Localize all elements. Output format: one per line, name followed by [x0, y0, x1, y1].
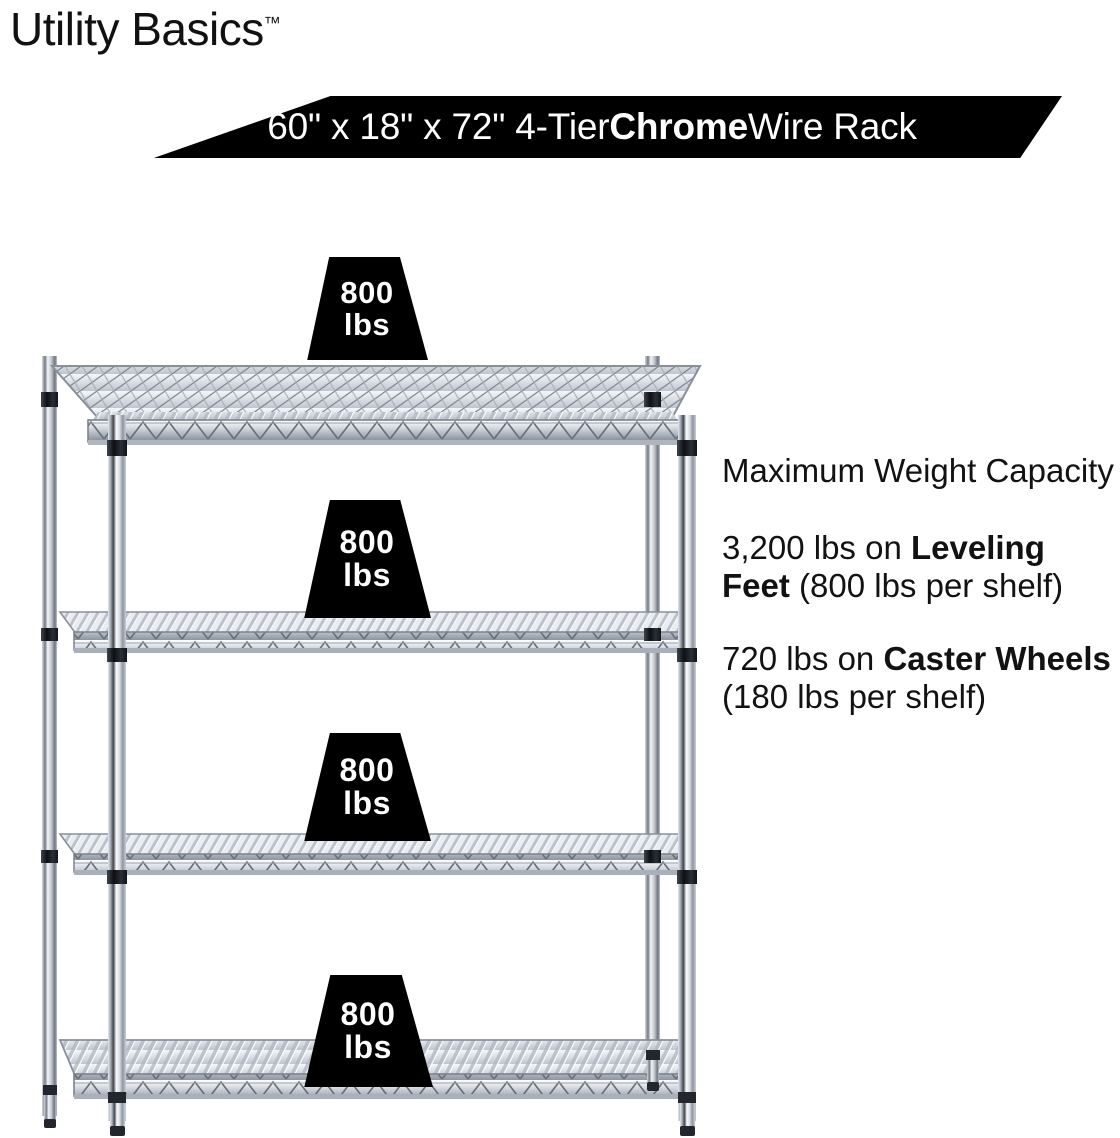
badge-unit: lbs — [344, 1029, 392, 1065]
post-collars — [41, 392, 697, 884]
copy-paragraph-leveling-feet: 3,200 lbs on Leveling Feet (800 lbs per … — [722, 529, 1120, 606]
paragraph-emphasis: Caster Wheels — [883, 639, 1111, 677]
banner-shape — [153, 96, 1062, 158]
badge-value: 800 — [340, 274, 394, 310]
badge-unit: lbs — [343, 785, 391, 821]
leveling-feet — [43, 1050, 696, 1136]
badge-unit: lbs — [343, 557, 391, 593]
paragraph-emphasis: Leveling Feet — [722, 528, 1045, 605]
badge-value: 800 — [339, 524, 395, 561]
paragraph-tail: (180 lbs per shelf) — [722, 678, 987, 716]
brand-name: Utility Basics — [10, 3, 264, 55]
brand-logo: Utility Basics™ — [10, 2, 281, 56]
rear-posts — [42, 356, 660, 1116]
badge-value: 800 — [340, 996, 396, 1033]
shelf-tier-3 — [58, 833, 694, 875]
front-posts — [108, 415, 696, 1121]
paragraph-tail: (800 lbs per shelf) — [789, 567, 1064, 605]
copy-paragraph-caster-wheels: 720 lbs on Caster Wheels (180 lbs per sh… — [722, 640, 1120, 717]
shelf-tier-2 — [58, 611, 694, 653]
title-banner: 60" x 18" x 72" 4-Tier Chrome Wire Rack — [112, 96, 1062, 158]
capacity-copy: Maximum Weight Capacity 3,200 lbs on Lev… — [722, 452, 1120, 751]
banner-text: 60" x 18" x 72" 4-Tier Chrome Wire Rack — [112, 96, 1062, 158]
banner-suffix: Wire Rack — [747, 106, 917, 147]
copy-heading: Maximum Weight Capacity — [722, 452, 1114, 489]
shelf-tier-1 — [49, 365, 702, 445]
banner-emphasis: Chrome — [609, 106, 748, 147]
badge-unit: lbs — [343, 306, 391, 342]
banner-prefix: 60" x 18" x 72" 4-Tier — [267, 106, 610, 147]
badge-value: 800 — [339, 752, 395, 789]
paragraph-lead: 720 lbs on — [722, 639, 884, 677]
paragraph-lead: 3,200 lbs on — [722, 528, 911, 566]
trademark-symbol: ™ — [263, 13, 281, 33]
